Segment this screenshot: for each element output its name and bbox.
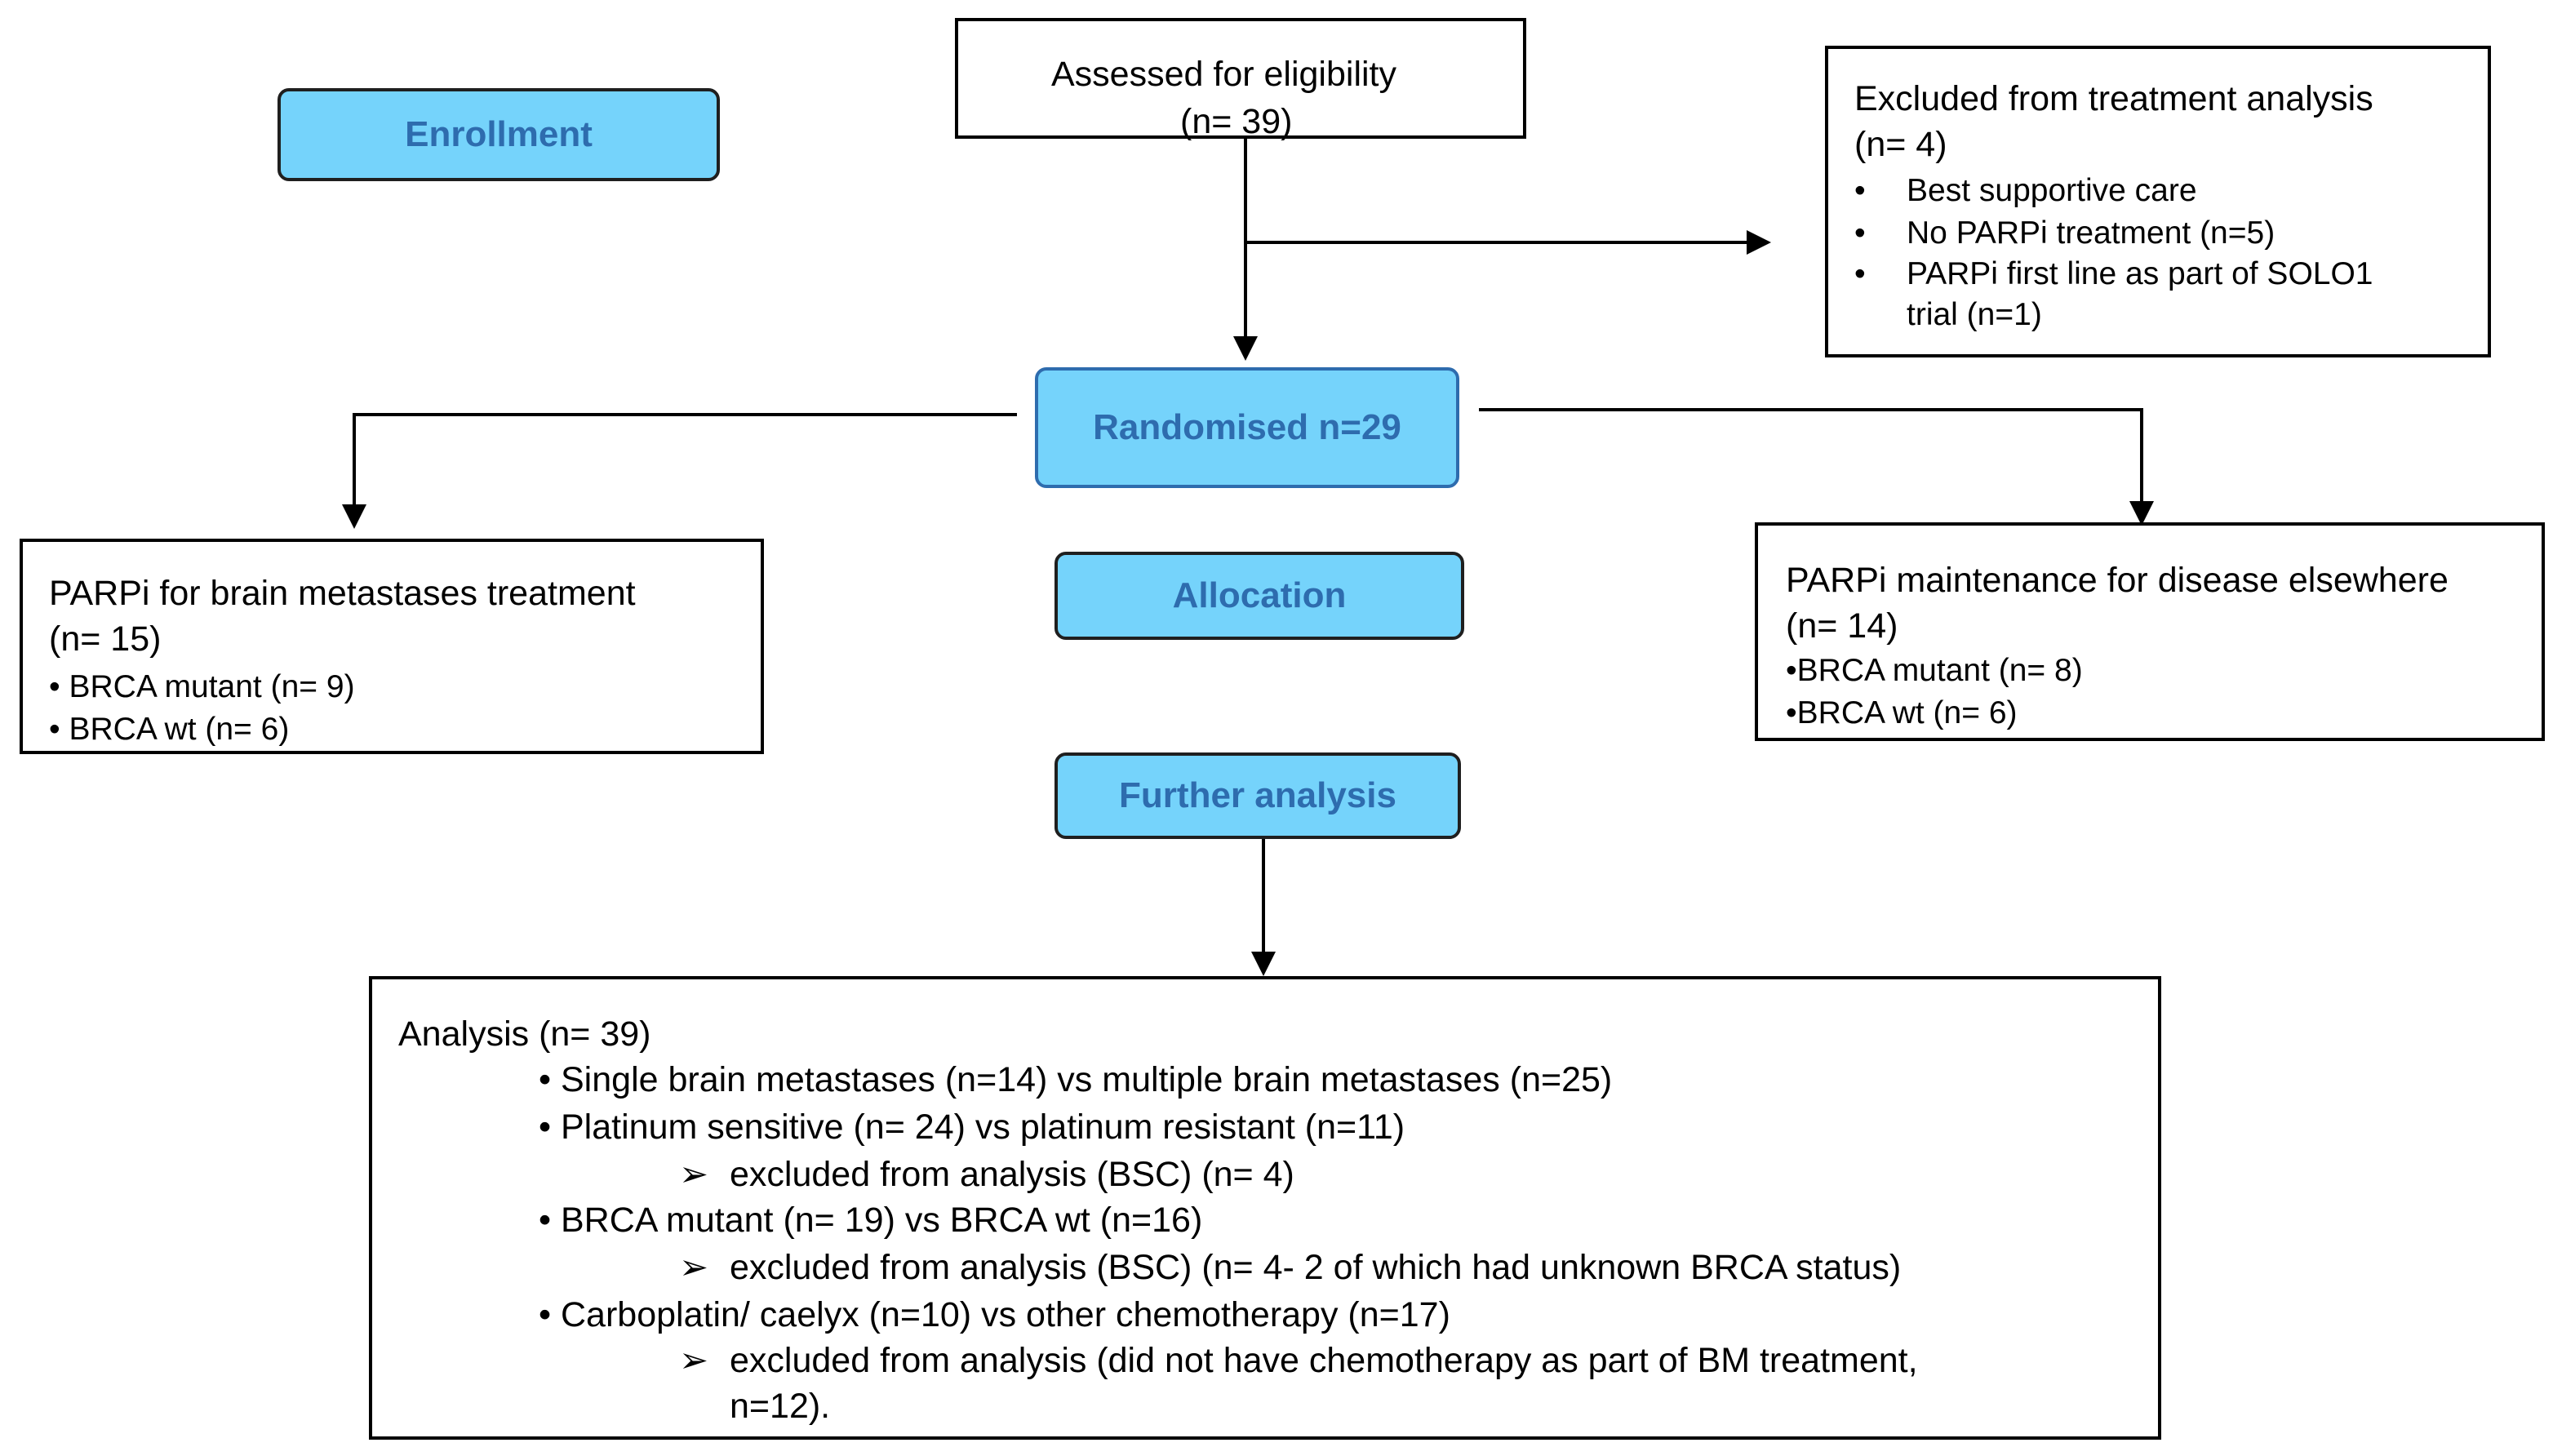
right-arm-item-2: •BRCA wt (n= 6) (1786, 695, 2018, 730)
excluded-item-2: No PARPi treatment (n=5) (1907, 215, 2276, 251)
further-analysis-text: Further analysis (1119, 775, 1396, 815)
analysis-line-platinum: • Platinum sensitive (n= 24) vs platinum… (539, 1108, 1405, 1147)
analysis-line-brca: • BRCA mutant (n= 19) vs BRCA wt (n=16) (539, 1201, 1203, 1240)
analysis-line-chemotherapy-excluded: excluded from analysis (did not have che… (730, 1341, 1918, 1380)
left-arm-box (20, 539, 764, 754)
enrollment-stage-label: Enrollment (278, 88, 720, 181)
excluded-count: (n= 4) (1854, 125, 1947, 164)
enrollment-text: Enrollment (405, 114, 593, 154)
excluded-bullet: • (1854, 215, 1866, 251)
excluded-item-3-continued: trial (n=1) (1907, 297, 2042, 332)
eligibility-count: (n= 39) (1180, 102, 1293, 141)
left-arm-item-2: • BRCA wt (n= 6) (49, 712, 290, 747)
arrow-bullet: ➢ (679, 1248, 709, 1287)
connector-right-arm (1479, 408, 2143, 501)
arrow-bullet: ➢ (679, 1341, 709, 1380)
right-arm-box (1755, 522, 2545, 741)
right-arm-count: (n= 14) (1786, 606, 1898, 646)
randomised-text: Randomised n=29 (1093, 407, 1401, 447)
excluded-box (1825, 46, 2491, 357)
excluded-bullet: • (1854, 256, 1866, 291)
analysis-box (369, 976, 2161, 1440)
analysis-line-chemotherapy-excluded-continued: n=12). (730, 1387, 831, 1426)
randomised-stage-label: Randomised n=29 (1035, 367, 1459, 488)
excluded-bullet: • (1854, 173, 1866, 208)
arrowhead-analysis (1251, 952, 1276, 976)
left-arm-count: (n= 15) (49, 619, 162, 659)
arrowhead-right-arm (2129, 501, 2154, 526)
right-arm-title: PARPi maintenance for disease elsewhere (1786, 561, 2449, 600)
analysis-line-single-vs-multiple: • Single brain metastases (n=14) vs mult… (539, 1060, 1613, 1099)
arrowhead-randomised (1233, 336, 1258, 361)
eligibility-title: Assessed for eligibility (1051, 55, 1397, 94)
arrowhead-excluded (1747, 230, 1771, 255)
left-arm-title: PARPi for brain metastases treatment (49, 574, 636, 613)
analysis-line-platinum-excluded: excluded from analysis (BSC) (n= 4) (730, 1155, 1294, 1194)
analysis-title: Analysis (n= 39) (398, 1014, 651, 1054)
analysis-line-chemotherapy: • Carboplatin/ caelyx (n=10) vs other ch… (539, 1295, 1450, 1334)
excluded-title: Excluded from treatment analysis (1854, 79, 2373, 118)
right-arm-item-1: •BRCA mutant (n= 8) (1786, 653, 2083, 688)
arrowhead-left-arm (342, 504, 366, 529)
arrow-bullet: ➢ (679, 1155, 709, 1194)
further-analysis-stage-label: Further analysis (1054, 752, 1461, 839)
left-arm-item-1: • BRCA mutant (n= 9) (49, 669, 355, 704)
allocation-stage-label: Allocation (1054, 552, 1464, 640)
eligibility-box (955, 18, 1526, 139)
excluded-item-1: Best supportive care (1907, 173, 2197, 208)
connector-left-arm (353, 413, 1017, 504)
allocation-text: Allocation (1172, 575, 1347, 615)
excluded-item-3: PARPi first line as part of SOLO1 (1907, 256, 2373, 291)
analysis-line-brca-excluded: excluded from analysis (BSC) (n= 4- 2 of… (730, 1248, 1902, 1287)
